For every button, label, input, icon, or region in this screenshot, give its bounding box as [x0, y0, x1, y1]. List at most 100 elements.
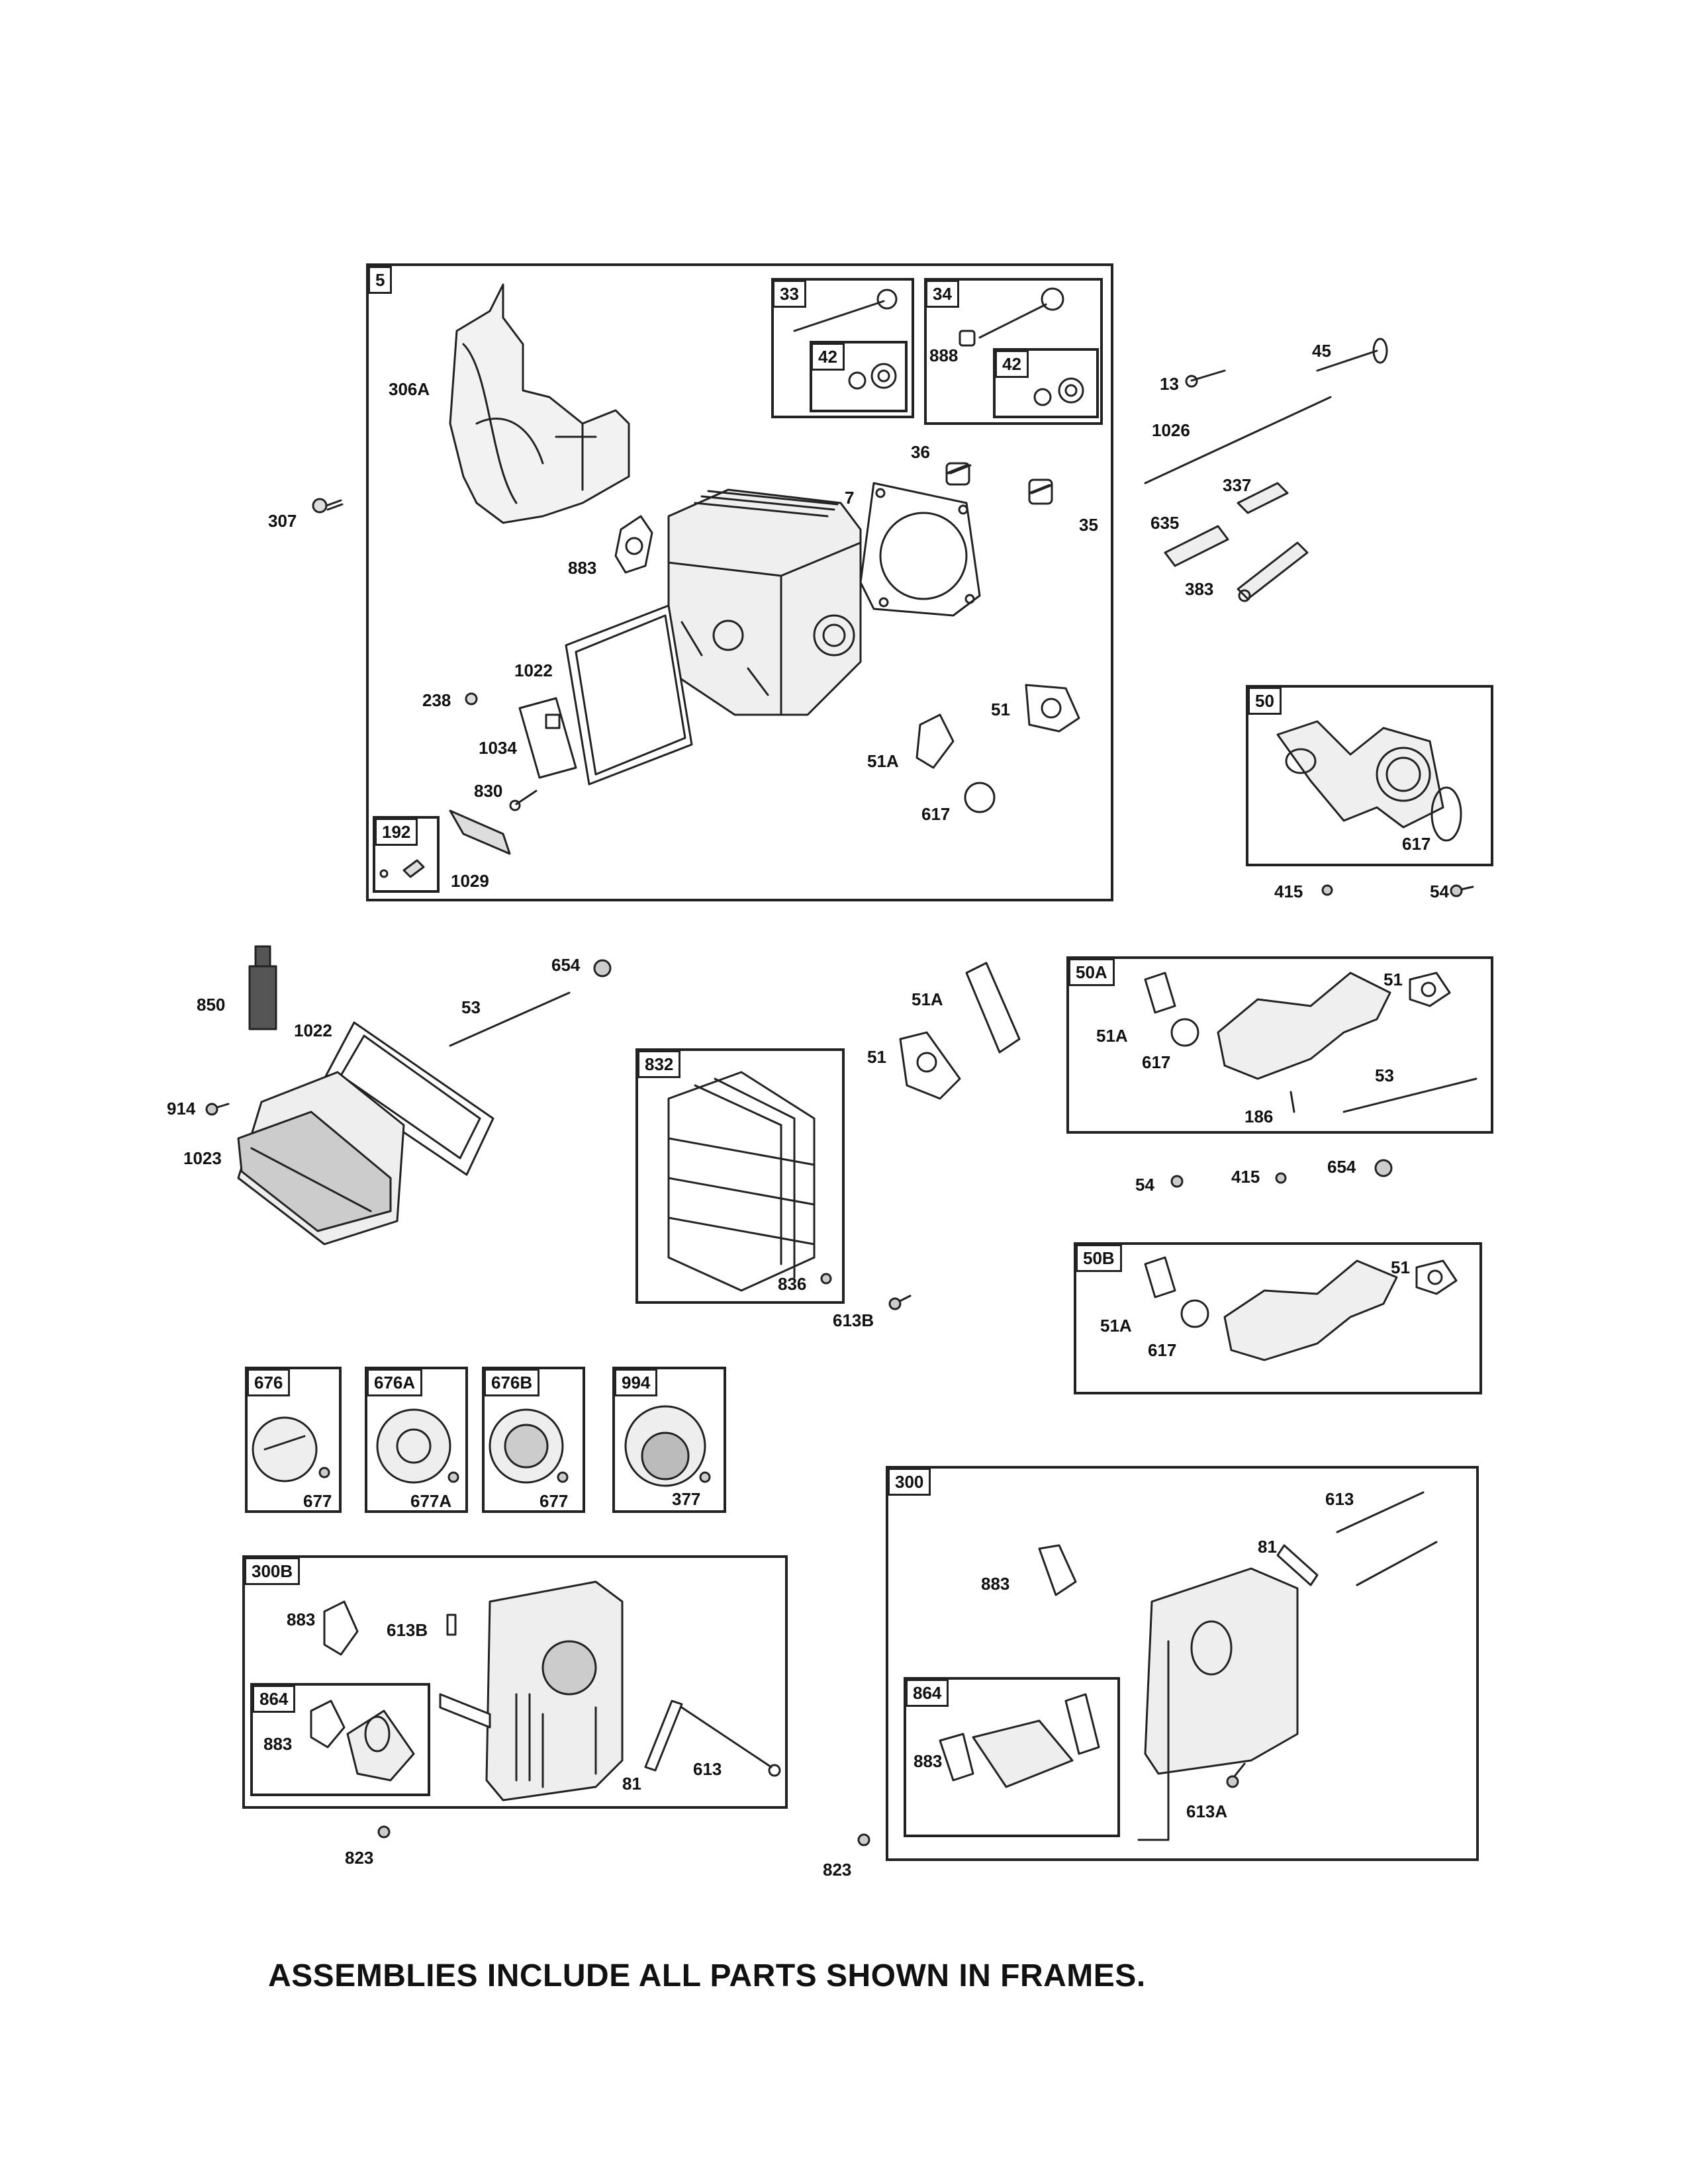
gasket-1022a [565, 604, 693, 786]
label-830: 830 [474, 781, 503, 801]
label-51Ab: 51A [912, 989, 943, 1009]
frame-864-adapter-a [250, 1683, 430, 1796]
label-635: 635 [1150, 513, 1180, 533]
screw-54b [1170, 1175, 1184, 1188]
manifold-50A [1144, 972, 1477, 1113]
breather-192 [379, 859, 425, 878]
label-613A: 613A [1186, 1801, 1228, 1821]
label-617d: 617 [1148, 1340, 1177, 1360]
sealant-850 [248, 945, 277, 1030]
label-677b: 677 [539, 1491, 569, 1511]
frame-tag-50A: 50A [1068, 958, 1115, 986]
gasket-51b [899, 1031, 961, 1100]
frame-tag-676: 676 [247, 1369, 291, 1396]
screw-914 [205, 1103, 230, 1116]
label-883b: 883 [287, 1610, 316, 1629]
frame-tag-300B: 300B [244, 1557, 301, 1585]
rocker-337 [1237, 482, 1289, 514]
label-654b: 654 [1327, 1157, 1356, 1177]
bracket-81b [1276, 1544, 1319, 1586]
push-rod-1026 [1144, 396, 1332, 484]
gasket-883c [310, 1700, 346, 1749]
frame-34-exhaust-valve [924, 278, 1103, 425]
cover-676 [252, 1416, 330, 1482]
label-617a: 617 [921, 804, 951, 824]
valve-1029 [449, 809, 511, 855]
label-377: 377 [672, 1489, 701, 1509]
label-883e: 883 [914, 1751, 943, 1771]
label-383: 383 [1185, 579, 1214, 599]
label-54a: 54 [1430, 882, 1449, 901]
label-823b: 823 [823, 1860, 852, 1880]
frame-tag-42a: 42 [811, 343, 845, 371]
frame-tag-676A: 676A [367, 1369, 423, 1396]
gasket-883d [1038, 1544, 1077, 1596]
label-415a: 415 [1274, 882, 1303, 901]
label-54b: 54 [1135, 1175, 1154, 1195]
rocker-cover-1023 [237, 1071, 405, 1246]
label-186: 186 [1244, 1107, 1274, 1126]
nut-415b [1275, 1172, 1287, 1184]
label-883a: 883 [568, 558, 597, 578]
label-306A: 306A [389, 379, 430, 399]
gasket-883b [323, 1600, 359, 1656]
gasket-51Ab [965, 962, 1021, 1054]
label-883c: 883 [263, 1734, 293, 1754]
frame-tag-864a: 864 [252, 1685, 296, 1713]
label-617c: 617 [1142, 1052, 1171, 1072]
frame-tag-50B: 50B [1076, 1244, 1122, 1272]
label-81b: 81 [1258, 1537, 1277, 1557]
frame-50B-manifold [1074, 1242, 1482, 1394]
label-613Ba: 613B [833, 1310, 874, 1330]
label-53b: 53 [1375, 1066, 1394, 1085]
frame-300-muffler [886, 1466, 1479, 1861]
label-888: 888 [929, 345, 959, 365]
label-613Bb: 613B [387, 1620, 428, 1640]
stud-830 [509, 790, 538, 811]
label-53a: 53 [461, 997, 481, 1017]
bolt-613a [680, 1706, 781, 1777]
label-613b: 613 [1325, 1489, 1354, 1509]
frame-50-manifold [1246, 685, 1493, 866]
frame-5-cylinder-head [366, 263, 1113, 901]
label-1023: 1023 [183, 1148, 222, 1168]
cover-676B [489, 1408, 569, 1484]
lock-888 [959, 330, 976, 347]
screw-613Bb [446, 1614, 457, 1636]
frame-tag-50: 50 [1248, 687, 1282, 715]
gasket-51a [1025, 684, 1080, 733]
valve-33 [793, 289, 898, 332]
label-1022b: 1022 [294, 1021, 332, 1040]
label-654a: 654 [551, 955, 581, 975]
label-823a: 823 [345, 1848, 374, 1868]
manifold-50 [1276, 720, 1462, 842]
adapter-864a [346, 1709, 415, 1782]
label-836: 836 [778, 1274, 807, 1294]
nut-415a [1321, 884, 1333, 896]
tappet-45 [1316, 338, 1388, 372]
label-617b: 617 [1402, 834, 1431, 854]
valve-34 [978, 287, 1064, 339]
frame-33-intake-valve [771, 278, 914, 418]
label-7: 7 [845, 488, 855, 508]
label-914: 914 [167, 1099, 196, 1118]
frame-300B-muffler [242, 1555, 788, 1809]
frame-676A-cover [365, 1367, 468, 1513]
frame-676B-cover [482, 1367, 585, 1513]
label-51Ac: 51A [1096, 1026, 1128, 1046]
frame-tag-42b: 42 [995, 350, 1029, 378]
nut-654b [1374, 1159, 1393, 1177]
rocker-635 [1164, 525, 1229, 567]
spring-35 [1028, 478, 1053, 505]
gasket-883 [614, 515, 653, 574]
seal-42b [1033, 377, 1084, 406]
frame-192-breather [373, 816, 440, 893]
frame-42-seal-a [810, 341, 908, 412]
plug-238 [465, 692, 478, 705]
gasket-51Aa [915, 713, 955, 769]
label-307: 307 [268, 511, 297, 531]
frame-tag-676B: 676B [484, 1369, 540, 1396]
breather-1034 [518, 697, 577, 779]
frame-832-guard [635, 1048, 845, 1304]
